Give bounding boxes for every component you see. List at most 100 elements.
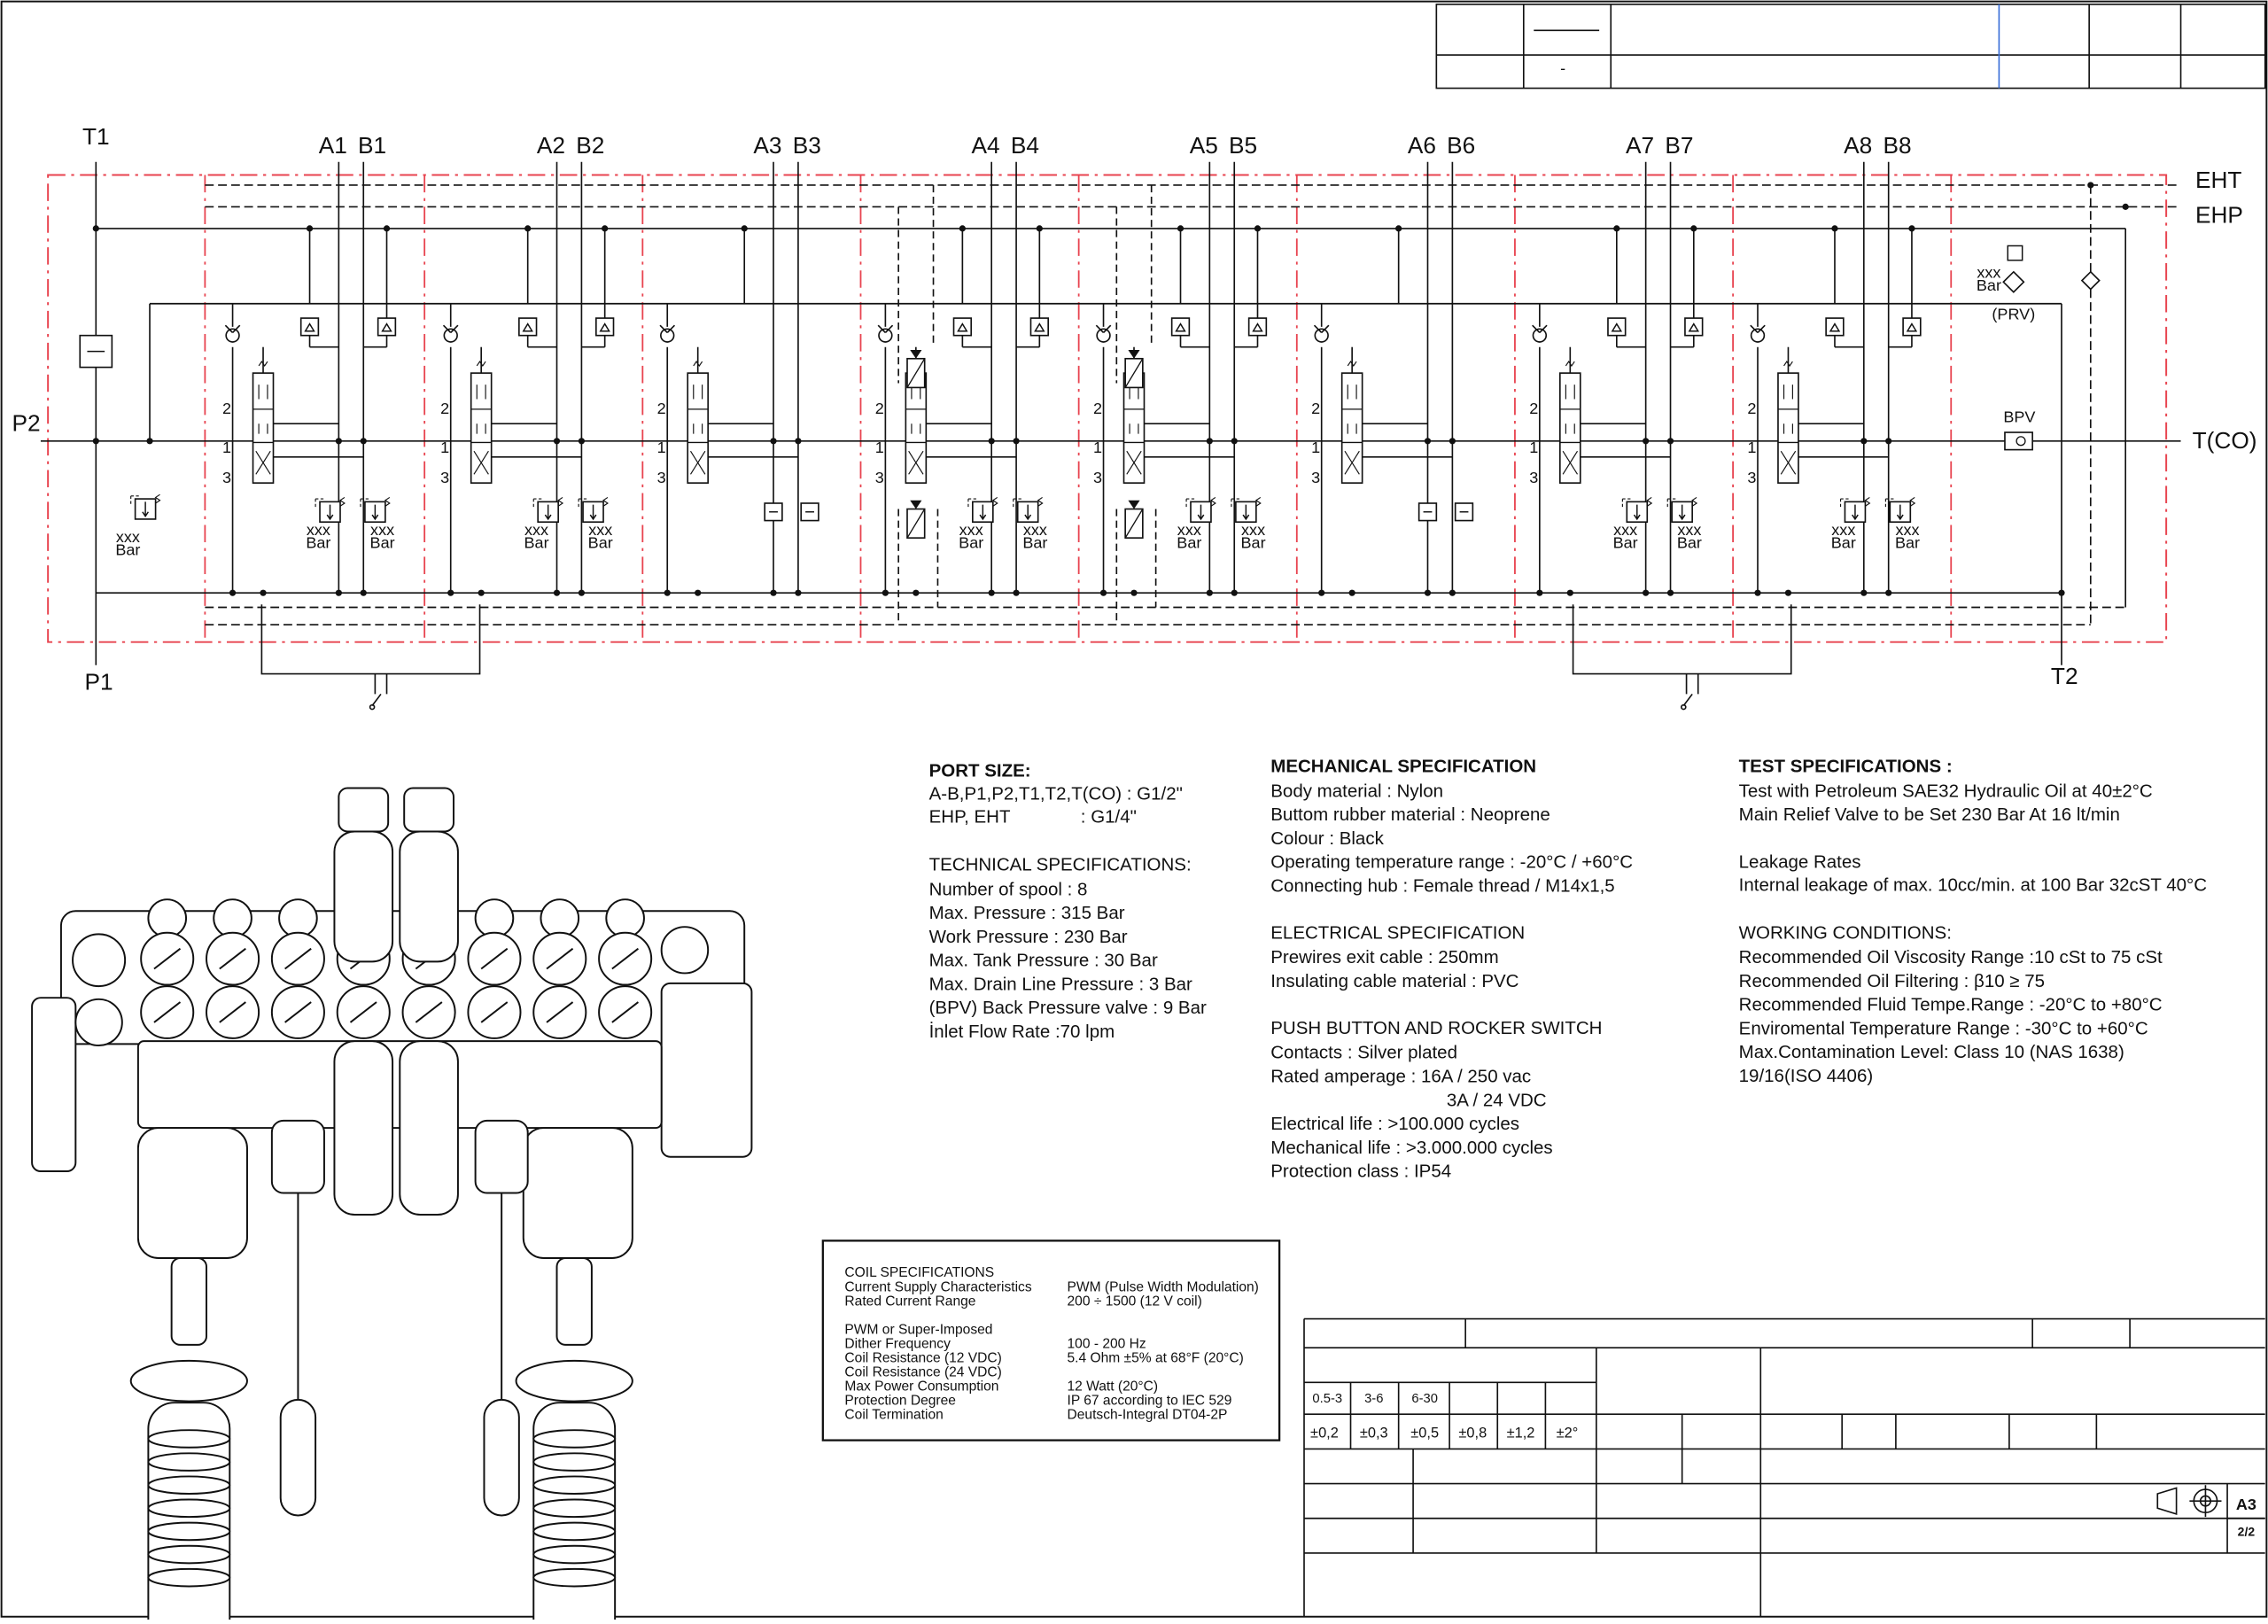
illustration-part bbox=[522, 1127, 633, 1259]
anti-cavitation-valve-icon bbox=[1607, 317, 1627, 337]
junction-dot bbox=[360, 589, 367, 596]
coil-value: Deutsch-Integral DT04-2P bbox=[1068, 1407, 1228, 1422]
spool-port-2: 2 bbox=[1093, 400, 1102, 417]
relief-bar: Bar bbox=[370, 534, 395, 552]
junction-dot bbox=[578, 589, 586, 596]
top-title-block bbox=[1435, 4, 2266, 89]
junction-dot bbox=[1036, 225, 1043, 232]
valve-section-3: 213 bbox=[657, 161, 819, 596]
spool-port-3: 3 bbox=[1529, 469, 1538, 486]
illustration-part bbox=[129, 1359, 248, 1403]
illustration-part bbox=[219, 1001, 246, 1023]
push_button-line: Contacts : Silver plated bbox=[1270, 1043, 1457, 1063]
illustration-part bbox=[660, 926, 710, 975]
junction-dot bbox=[1206, 589, 1213, 596]
spool-port-3: 3 bbox=[1093, 469, 1102, 486]
illustration-part bbox=[546, 947, 574, 970]
directional-spool-icon bbox=[1340, 361, 1363, 484]
spool-port-2: 2 bbox=[875, 400, 884, 417]
coil-label: Rated Current Range bbox=[844, 1294, 975, 1309]
port-b-label: B2 bbox=[576, 132, 604, 159]
relief-bar: Bar bbox=[1022, 534, 1047, 552]
relief-xxx: xxx bbox=[959, 521, 983, 539]
valve-components: 213xxxBarxxxBar213xxxBarxxxBar213213xxxB… bbox=[222, 161, 1922, 626]
port-relief-valve-icon bbox=[967, 496, 998, 524]
junction-dot bbox=[2122, 203, 2129, 210]
electrical-line: Prewires exit cable : 250mm bbox=[1270, 947, 1498, 967]
illustration-part bbox=[349, 1001, 377, 1023]
check-valve-icon bbox=[1095, 324, 1112, 343]
illustration-part bbox=[415, 1001, 443, 1023]
illustration-part bbox=[74, 998, 123, 1047]
junction-dot bbox=[1231, 589, 1238, 596]
test-heading: TEST SPECIFICATIONS : bbox=[1739, 757, 1953, 777]
directional-spool-icon bbox=[1777, 361, 1799, 484]
tolerance-range: 3-6 bbox=[1364, 1392, 1383, 1406]
port-b-label: B7 bbox=[1665, 132, 1693, 159]
illustration-part bbox=[147, 1452, 231, 1472]
illustration-part bbox=[515, 1359, 633, 1403]
illustration-part bbox=[279, 1398, 317, 1517]
tolerance-range: 6-30 bbox=[1411, 1392, 1438, 1406]
projection-symbol bbox=[2156, 1485, 2222, 1518]
port-size-line: EHP, EHT : G1/4" bbox=[929, 807, 1137, 828]
port-a-label: A8 bbox=[1844, 132, 1872, 159]
junction-dot bbox=[1566, 589, 1573, 596]
technical-spec-block: TECHNICAL SPECIFICATIONS: Number of spoo… bbox=[929, 855, 1207, 1042]
relief-xxx: xxx bbox=[1613, 521, 1637, 539]
working-line: Recommended Oil Viscosity Range :10 cSt … bbox=[1739, 947, 2163, 967]
mechanical-line: Buttom rubber material : Neoprene bbox=[1270, 804, 1550, 825]
junction-dot bbox=[1885, 438, 1892, 445]
illustration-part bbox=[219, 947, 246, 970]
electrical-spec-block: ELECTRICAL SPECIFICATION Prewires exit c… bbox=[1270, 922, 1525, 991]
illustration-part bbox=[474, 898, 515, 938]
directional-spool-icon bbox=[470, 361, 493, 484]
illustration-part bbox=[170, 1256, 208, 1346]
spool-port-2: 2 bbox=[657, 400, 666, 417]
junction-dot bbox=[1130, 589, 1138, 596]
port-a-label: A1 bbox=[319, 132, 347, 159]
relief-bar: Bar bbox=[1613, 534, 1638, 552]
port-size-block: PORT SIZE: A-B,P1,P2,T1,T2,T(CO) : G1/2"… bbox=[929, 761, 1183, 828]
junction-dot bbox=[1860, 589, 1868, 596]
spool-port-1: 1 bbox=[1093, 439, 1102, 456]
technical-line: Max. Pressure : 315 Bar bbox=[929, 903, 1125, 923]
main-relief-xxx: xxx bbox=[116, 528, 140, 546]
illustration-part bbox=[333, 830, 394, 963]
tolerance-value: ±2° bbox=[1557, 1425, 1579, 1441]
leakage-block: Leakage Rates Internal leakage of max. 1… bbox=[1739, 851, 2207, 895]
anti-cavitation-valve-icon bbox=[952, 317, 973, 337]
junction-dot bbox=[795, 438, 802, 445]
illustration-part bbox=[611, 947, 640, 970]
relief-bar: Bar bbox=[1831, 534, 1856, 552]
check-valve-icon bbox=[1749, 324, 1767, 343]
junction-dot bbox=[988, 438, 995, 445]
junction-dot bbox=[2058, 589, 2065, 596]
spool-port-2: 2 bbox=[440, 400, 449, 417]
junction-dot bbox=[1908, 225, 1915, 232]
mechanical-heading: MECHANICAL SPECIFICATION bbox=[1270, 757, 1536, 777]
junction-dot bbox=[1885, 589, 1892, 596]
coil-value: PWM (Pulse Width Modulation) bbox=[1068, 1280, 1259, 1295]
bpv-label: BPV bbox=[2003, 408, 2035, 426]
port-a-label: A7 bbox=[1626, 132, 1654, 159]
relief-xxx: xxx bbox=[1023, 521, 1047, 539]
illustration-part bbox=[147, 1429, 231, 1449]
illustration-part bbox=[147, 898, 188, 938]
junction-dot bbox=[360, 438, 367, 445]
junction-dot bbox=[1643, 589, 1650, 596]
illustration-part bbox=[611, 1001, 640, 1023]
junction-dot bbox=[1613, 225, 1620, 232]
illustration-part bbox=[480, 1001, 509, 1023]
port-relief-valve-icon bbox=[1621, 496, 1653, 524]
leakage-line: Internal leakage of max. 10cc/min. at 10… bbox=[1739, 874, 2207, 895]
port-ehp-label: EHP bbox=[2195, 201, 2243, 228]
junction-dot bbox=[92, 225, 99, 232]
anti-cavitation-valve-icon bbox=[1825, 317, 1845, 337]
